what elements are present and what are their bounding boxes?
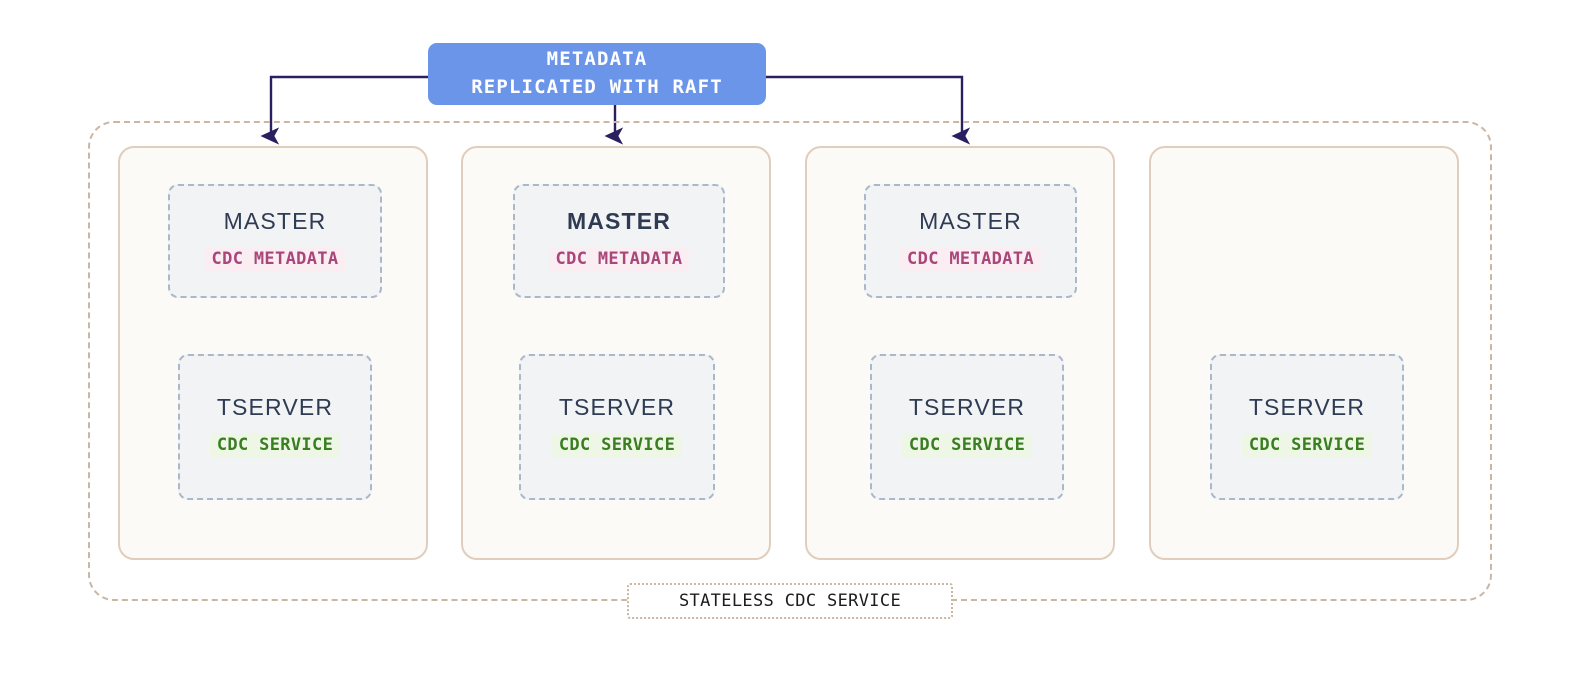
tserver-process-box-3: TSERVER CDC SERVICE bbox=[870, 354, 1064, 500]
tserver-process-box-1: TSERVER CDC SERVICE bbox=[178, 354, 372, 500]
cdc-service-tag-4: CDC SERVICE bbox=[1241, 433, 1373, 458]
stateless-cdc-service-label: STATELESS CDC SERVICE bbox=[627, 583, 953, 619]
master-title-1: MASTER bbox=[223, 208, 327, 235]
tserver-title-2: TSERVER bbox=[558, 394, 676, 421]
tserver-title-4: TSERVER bbox=[1248, 394, 1366, 421]
node-card-2: MASTER CDC METADATA TSERVER CDC SERVICE bbox=[461, 146, 771, 560]
node-card-3: MASTER CDC METADATA TSERVER CDC SERVICE bbox=[805, 146, 1115, 560]
master-title-2: MASTER bbox=[566, 208, 671, 235]
cdc-service-tag-1: CDC SERVICE bbox=[209, 433, 341, 458]
cdc-service-tag-3: CDC SERVICE bbox=[901, 433, 1033, 458]
master-process-box-1: MASTER CDC METADATA bbox=[168, 184, 382, 298]
cdc-metadata-tag-2: CDC METADATA bbox=[548, 247, 690, 272]
metadata-banner-line-1: METADATA bbox=[546, 48, 648, 71]
tserver-process-box-4: TSERVER CDC SERVICE bbox=[1210, 354, 1404, 500]
cdc-service-tag-2: CDC SERVICE bbox=[551, 433, 683, 458]
master-process-box-2: MASTER CDC METADATA bbox=[513, 184, 725, 298]
metadata-banner: METADATA REPLICATED WITH RAFT bbox=[428, 43, 766, 105]
tserver-title-3: TSERVER bbox=[908, 394, 1026, 421]
cdc-metadata-tag-3: CDC METADATA bbox=[900, 247, 1041, 272]
node-card-4: TSERVER CDC SERVICE bbox=[1149, 146, 1459, 560]
cdc-metadata-tag-1: CDC METADATA bbox=[204, 247, 346, 272]
metadata-banner-line-2: REPLICATED WITH RAFT bbox=[471, 76, 723, 98]
master-title-3: MASTER bbox=[919, 208, 1022, 235]
tserver-process-box-2: TSERVER CDC SERVICE bbox=[519, 354, 715, 500]
node-card-1: MASTER CDC METADATA TSERVER CDC SERVICE bbox=[118, 146, 428, 560]
tserver-title-1: TSERVER bbox=[216, 394, 334, 421]
master-process-box-3: MASTER CDC METADATA bbox=[864, 184, 1077, 298]
